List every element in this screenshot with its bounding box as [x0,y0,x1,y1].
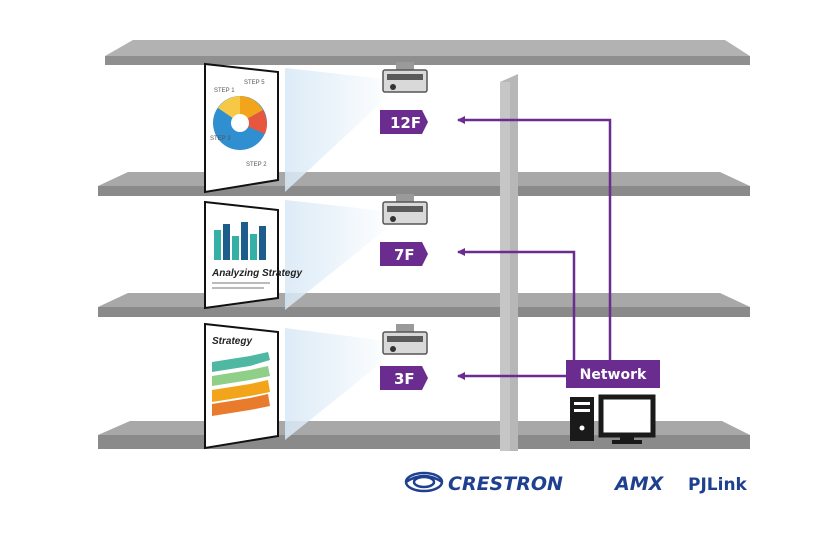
line-to-12f [457,116,612,360]
svg-text:STEP 3: STEP 3 [210,136,231,142]
shelf-top [105,40,750,65]
wall-column [500,74,518,451]
network-box: Network [566,360,660,388]
crestron-logo-icon [404,471,444,493]
svg-text:STEP 5: STEP 5 [244,80,265,86]
slide-title-bottom: Strategy [212,336,252,347]
slide-bar-6 [259,226,266,260]
monitor-icon [598,394,656,444]
svg-text:CRESTRON: CRESTRON [448,473,563,495]
amx-logo: AMX [613,473,665,495]
beam-3f [285,328,395,440]
slide-bar-4 [241,222,248,260]
floor-label-12f: 12F [380,110,428,134]
slide-title-middle: Analyzing Strategy [211,268,302,279]
crestron-logo: CRESTRON [404,471,563,495]
pjlink-logo: PJLink [688,475,748,495]
beam-7f [285,200,395,310]
beam-12f [285,68,395,192]
screen-3f: Strategy [204,322,279,450]
shelf-upper [98,172,750,196]
slide-bar-2 [223,224,230,260]
floor-label-3f: 3F [380,366,428,390]
projector-icon [382,194,428,225]
line-to-7f [457,248,576,360]
projector-icon [382,62,428,93]
screen-12f: STEP 1 STEP 5 STEP 3 STEP 2 [204,62,279,194]
svg-text:3F: 3F [394,370,415,388]
computer-tower-icon [570,397,594,441]
network-lines [457,116,612,380]
svg-text:7F: 7F [394,246,415,264]
shelf-middle [98,293,750,317]
slide-bar-5 [250,234,257,260]
floor-label-7f: 7F [380,242,428,266]
infographic-wheel [213,96,267,150]
screen-7f: Analyzing Strategy [204,200,302,310]
svg-text:STEP 1: STEP 1 [214,88,235,94]
slide-bar-3 [232,236,239,260]
projector-icon [382,324,428,355]
slide-bar-1 [214,230,221,260]
svg-text:STEP 2: STEP 2 [246,162,267,168]
svg-text:12F: 12F [390,114,421,132]
svg-text:Network: Network [580,367,647,383]
